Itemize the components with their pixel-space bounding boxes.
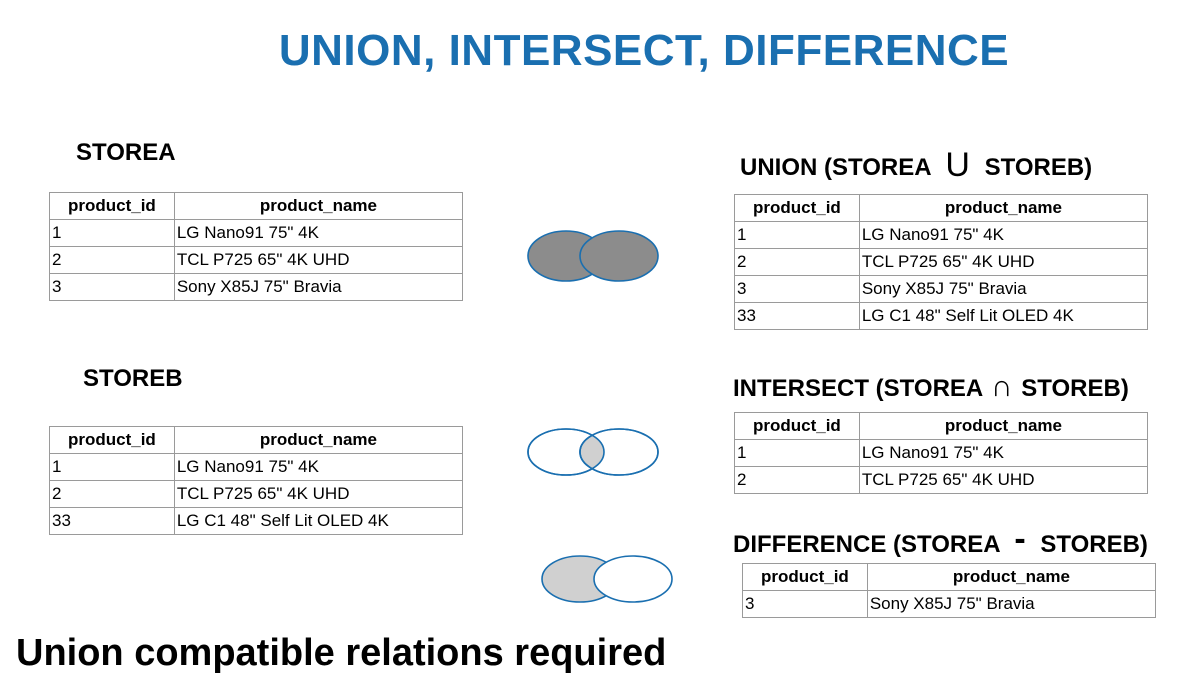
union-label: UNION (STOREA U STOREB) — [740, 145, 1092, 184]
column-header-product-id: product_id — [49, 192, 175, 220]
column-header-product-id: product_id — [734, 412, 860, 440]
column-header-product-id: product_id — [734, 194, 860, 222]
product-id-cell: 1 — [734, 439, 860, 467]
product-id-cell: 3 — [49, 273, 175, 301]
page-title: UNION, INTERSECT, DIFFERENCE — [278, 26, 1010, 75]
difference-venn-circle-b — [593, 555, 673, 603]
product-id-cell: 3 — [734, 275, 860, 303]
column-header-product-id: product_id — [742, 563, 868, 591]
product-id-cell: 1 — [49, 219, 175, 247]
difference-label-prefix: DIFFERENCE (STOREA — [733, 531, 1000, 558]
product-name-cell: Sony X85J 75" Bravia — [866, 590, 1157, 618]
union-label-prefix: UNION (STOREA — [740, 154, 931, 181]
product-id-cell: 1 — [734, 221, 860, 249]
union-venn-diagram — [527, 230, 659, 282]
product-id-cell: 3 — [742, 590, 868, 618]
column-header-product-name: product_name — [173, 426, 464, 454]
column-header-product-name: product_name — [173, 192, 464, 220]
product-id-cell: 33 — [734, 302, 860, 330]
difference-venn-diagram — [541, 555, 673, 603]
product-name-cell: LG C1 48" Self Lit OLED 4K — [173, 507, 464, 535]
product-id-cell: 2 — [49, 246, 175, 274]
product-name-cell: TCL P725 65" 4K UHD — [173, 246, 464, 274]
footer-note: Union compatible relations required — [16, 632, 667, 674]
intersect-label: INTERSECT (STOREA ∩ STOREB) — [733, 370, 1129, 404]
product-name-cell: LG Nano91 75" 4K — [173, 219, 464, 247]
product-name-cell: TCL P725 65" 4K UHD — [173, 480, 464, 508]
product-name-cell: LG Nano91 75" 4K — [173, 453, 464, 481]
product-name-cell: LG Nano91 75" 4K — [858, 439, 1149, 467]
product-name-cell: TCL P725 65" 4K UHD — [858, 466, 1149, 494]
storeb-label: STOREB — [83, 365, 183, 392]
intersect-label-prefix: INTERSECT (STOREA — [733, 375, 983, 402]
difference-symbol: - — [1014, 520, 1026, 558]
union-venn-circle-b — [579, 230, 659, 282]
column-header-product-name: product_name — [866, 563, 1157, 591]
product-id-cell: 2 — [734, 466, 860, 494]
difference-label-suffix: STOREB) — [1040, 531, 1148, 558]
product-id-cell: 2 — [734, 248, 860, 276]
difference-label: DIFFERENCE (STOREA - STOREB) — [733, 520, 1148, 561]
column-header-product-name: product_name — [858, 412, 1149, 440]
intersect-symbol: ∩ — [991, 370, 1013, 403]
product-name-cell: LG C1 48" Self Lit OLED 4K — [858, 302, 1149, 330]
product-id-cell: 1 — [49, 453, 175, 481]
product-id-cell: 33 — [49, 507, 175, 535]
column-header-product-id: product_id — [49, 426, 175, 454]
product-name-cell: LG Nano91 75" 4K — [858, 221, 1149, 249]
union-symbol: U — [945, 146, 970, 184]
product-name-cell: Sony X85J 75" Bravia — [858, 275, 1149, 303]
storea-label: STOREA — [76, 139, 176, 166]
product-name-cell: TCL P725 65" 4K UHD — [858, 248, 1149, 276]
product-id-cell: 2 — [49, 480, 175, 508]
column-header-product-name: product_name — [858, 194, 1149, 222]
product-name-cell: Sony X85J 75" Bravia — [173, 273, 464, 301]
union-label-suffix: STOREB) — [984, 154, 1093, 181]
intersect-venn-diagram — [527, 428, 659, 476]
intersect-label-suffix: STOREB) — [1021, 375, 1129, 402]
